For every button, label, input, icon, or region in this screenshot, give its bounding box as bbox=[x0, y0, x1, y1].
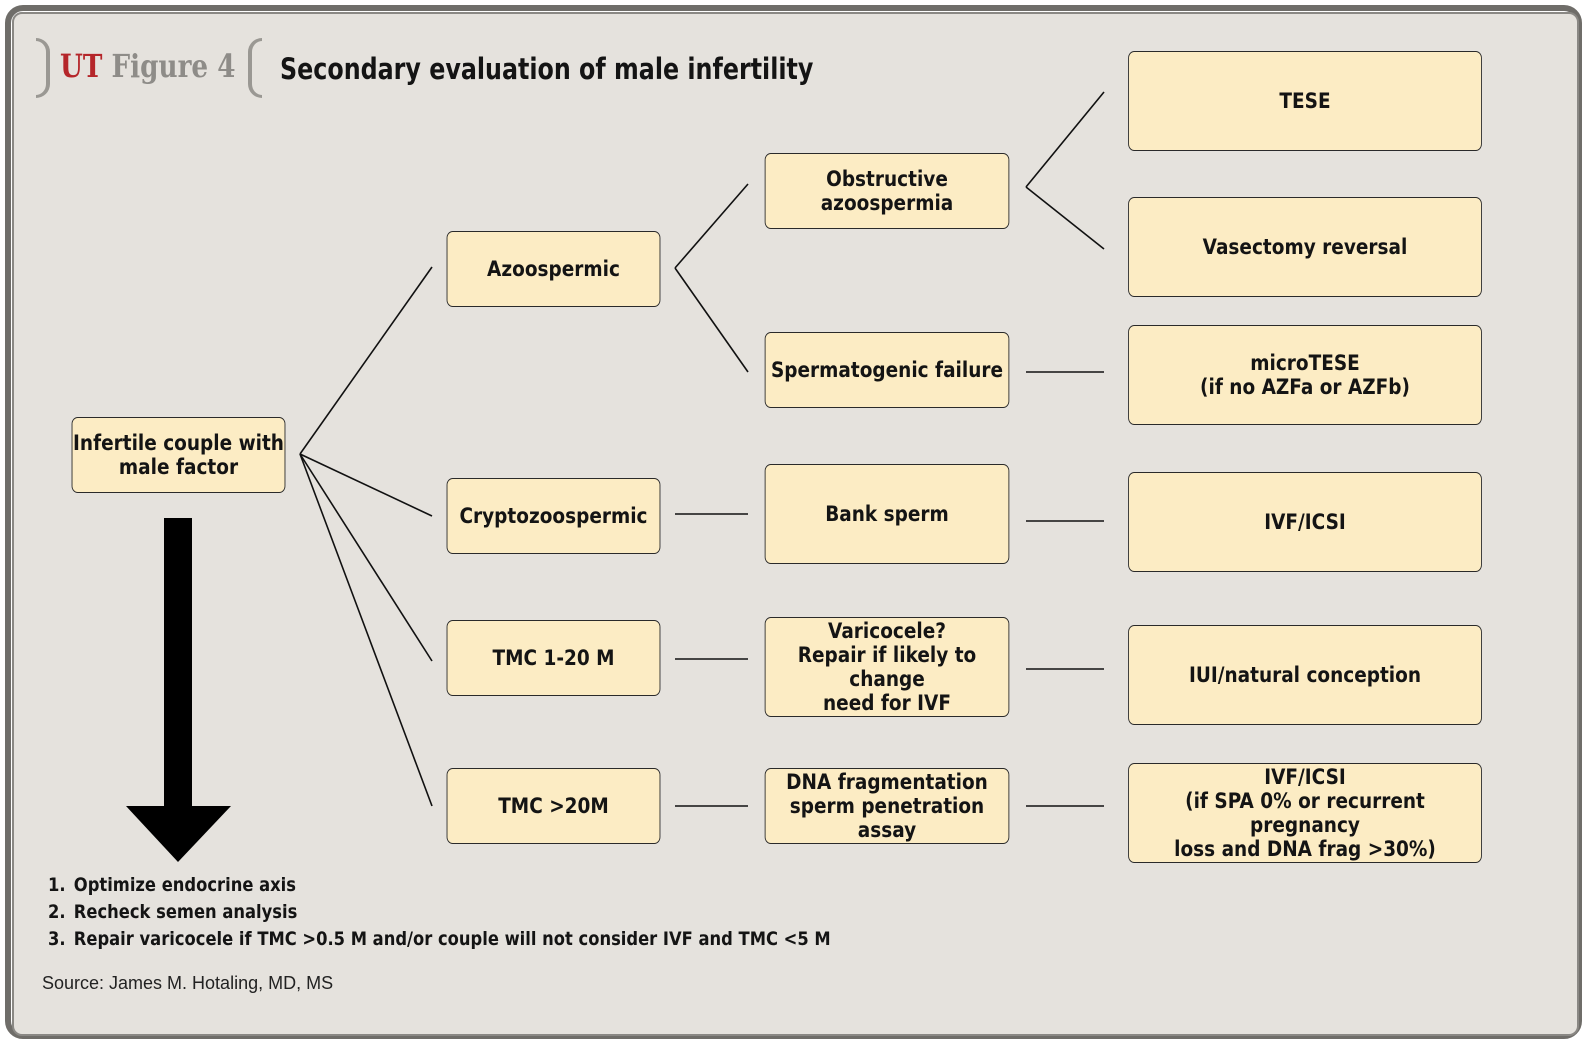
node-tmc-1-20: TMC 1-20 M bbox=[446, 620, 661, 696]
edge-root-cryptozoospermic bbox=[299, 453, 433, 517]
node-obstructive-azoospermia: Obstructive azoospermia bbox=[764, 153, 1010, 229]
node-ivf-icsi-conditional: IVF/ICSI (if SPA 0% or recurrent pregnan… bbox=[1128, 763, 1482, 863]
node-tmc-gt20: TMC >20M bbox=[446, 768, 661, 844]
node-azoospermic: Azoospermic bbox=[446, 231, 661, 307]
figure-number: Figure 4 bbox=[111, 47, 236, 85]
source-credit: Source: James M. Hotaling, MD, MS bbox=[42, 973, 334, 993]
figure-title: Secondary evaluation of male infertility bbox=[280, 52, 814, 86]
edge-obstructive-tese bbox=[1025, 91, 1105, 188]
recommendation-list: 1.Optimize endocrine axis 2.Recheck seme… bbox=[48, 872, 831, 953]
node-vasectomy-reversal: Vasectomy reversal bbox=[1128, 197, 1482, 297]
node-dna-fragmentation: DNA fragmentation sperm penetration assa… bbox=[764, 768, 1010, 844]
node-iui-natural-conception: IUI/natural conception bbox=[1128, 625, 1482, 725]
list-item: 2.Recheck semen analysis bbox=[48, 901, 298, 923]
edge-obstructive-vasectomy bbox=[1025, 186, 1105, 250]
list-item: 3.Repair varicocele if TMC >0.5 M and/or… bbox=[48, 928, 831, 950]
edge-root-azoospermic bbox=[299, 266, 433, 455]
node-cryptozoospermic: Cryptozoospermic bbox=[446, 478, 661, 554]
edge-root-tmc-gt20 bbox=[299, 453, 433, 807]
brand-ut: UT bbox=[60, 47, 103, 85]
edge-root-tmc-1-20 bbox=[299, 453, 433, 662]
node-ivf-icsi: IVF/ICSI bbox=[1128, 472, 1482, 572]
node-spermatogenic-failure: Spermatogenic failure bbox=[764, 332, 1010, 408]
node-root: Infertile couple with male factor bbox=[71, 417, 286, 493]
list-item: 1.Optimize endocrine axis bbox=[48, 874, 296, 896]
node-bank-sperm: Bank sperm bbox=[764, 464, 1010, 564]
bracket-decoration-right bbox=[248, 38, 262, 98]
node-varicocele: Varicocele? Repair if likely to change n… bbox=[764, 617, 1010, 717]
edge-azoospermic-obstructive bbox=[674, 183, 749, 269]
node-microtese: microTESE (if no AZFa or AZFb) bbox=[1128, 325, 1482, 425]
edge-azoospermic-spermatogenic bbox=[674, 267, 749, 373]
node-tese: TESE bbox=[1128, 51, 1482, 151]
down-arrow-icon bbox=[126, 518, 231, 862]
figure-label: UT Figure 4 bbox=[60, 47, 235, 85]
